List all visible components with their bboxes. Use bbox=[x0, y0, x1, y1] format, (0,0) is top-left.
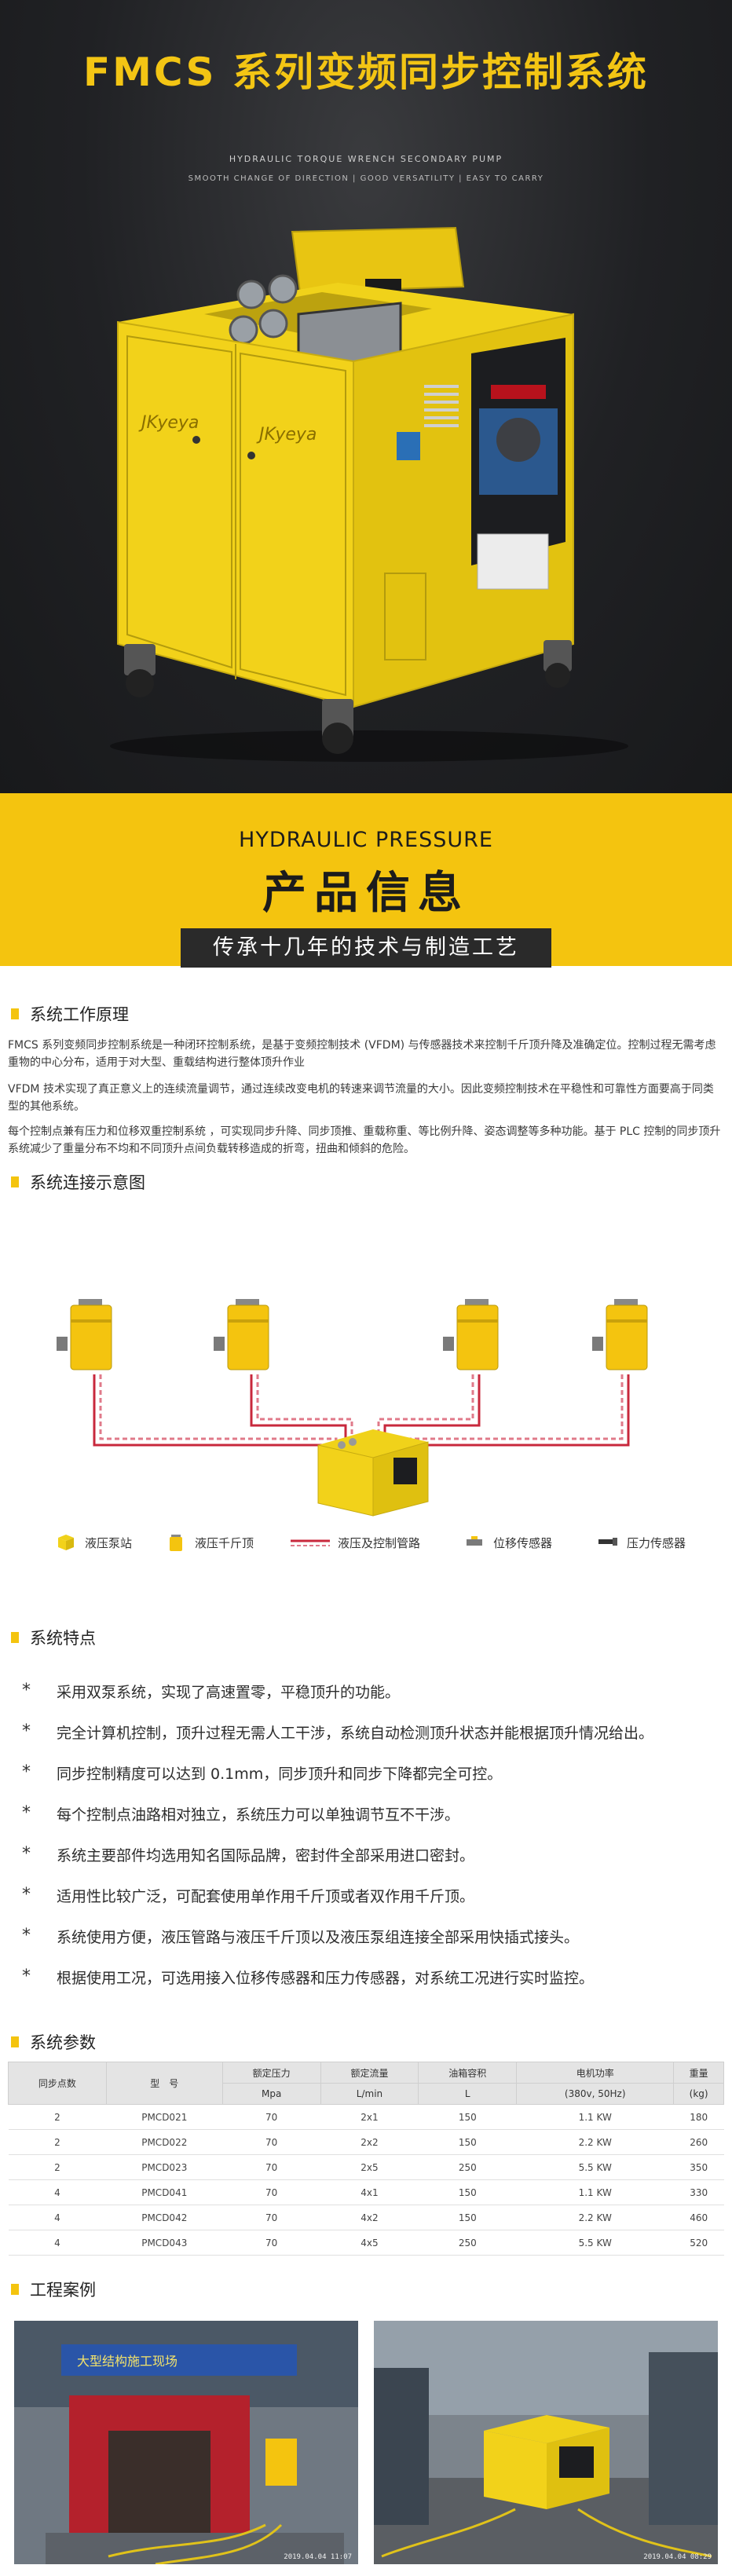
params-heading: 系统参数 bbox=[0, 2030, 96, 2054]
case-photo-1-sign: 大型结构施工现场 bbox=[77, 2354, 178, 2369]
case-photo-2: 2019.04.04 08:29 bbox=[374, 2321, 718, 2564]
params-heading-text: 系统参数 bbox=[30, 2033, 96, 2052]
legend-pressure-sensor: 压力传感器 bbox=[597, 1533, 686, 1552]
legend-displacement-sensor: 位移传感器 bbox=[463, 1533, 552, 1552]
principle-heading: 系统工作原理 bbox=[0, 1002, 129, 1026]
product-info-banner: HYDRAULIC PRESSURE 产品信息 传承十几年的技术与制造工艺 bbox=[0, 793, 732, 968]
bullet-star-icon: * bbox=[22, 1681, 31, 1700]
principle-paragraph-3: 每个控制点兼有压力和位移双重控制系统 ，可实现同步升降、同步顶推、重载称重、等比… bbox=[8, 1125, 721, 1155]
table-unit-row: Mpa L/min L (380v, 50Hz) (kg) bbox=[9, 2083, 724, 2105]
feature-item: *系统主要部件均选用知名国际品牌，密封件全部采用进口密封。 bbox=[22, 1844, 475, 1864]
banner-chinese-title: 产品信息 bbox=[262, 868, 470, 919]
legend-pipeline: 液压及控制管路 bbox=[291, 1533, 420, 1552]
col-unit: (kg) bbox=[673, 2083, 724, 2105]
col-unit: L bbox=[418, 2083, 518, 2105]
col-header: 重量 bbox=[673, 2062, 724, 2084]
col-unit: Mpa bbox=[221, 2083, 321, 2105]
legend-hydraulic-jack: 液压千斤顶 bbox=[165, 1533, 254, 1552]
feature-item: *根据使用工况，可选用接入位移传感器和压力传感器，对系统工况进行实时监控。 bbox=[22, 1967, 595, 1987]
bullet-star-icon: * bbox=[22, 1885, 31, 1905]
principle-paragraph-1: FMCS 系列变频同步控制系统是一种闭环控制系统，是基于变频控制技术 (VFDM… bbox=[8, 1039, 716, 1069]
brand-logo-right: JKyeya bbox=[256, 425, 317, 445]
col-header: 同步点数 bbox=[8, 2062, 107, 2105]
hero-subtitle-1: HYDRAULIC TORQUE WRENCH SECONDARY PUMP bbox=[229, 154, 503, 164]
section-marker bbox=[11, 1176, 19, 1187]
bullet-star-icon: * bbox=[22, 1844, 31, 1864]
case-photo-1: 大型结构施工现场 2019.04.04 11:07 bbox=[14, 2321, 358, 2564]
banner-ribbon: 传承十几年的技术与制造工艺 bbox=[181, 928, 551, 968]
pipeline-icon bbox=[291, 1539, 330, 1546]
feature-item: *完全计算机控制，顶升过程无需人工干涉，系统自动检测顶升状态并能根据顶升情况给出… bbox=[22, 1722, 654, 1742]
col-unit: (380v, 50Hz) bbox=[516, 2083, 675, 2105]
feature-item: *适用性比较广泛，可配套使用单作用千斤顶或者双作用千斤顶。 bbox=[22, 1885, 475, 1905]
legend-pump-station: 液压泵站 bbox=[55, 1533, 132, 1552]
col-header: 额定压力 bbox=[221, 2062, 321, 2084]
pump-station-icon bbox=[58, 1535, 74, 1550]
feature-item: *每个控制点油路相对独立，系统压力可以单独调节互不干涉。 bbox=[22, 1803, 460, 1824]
displacement-sensor-icon bbox=[467, 1536, 482, 1546]
section-marker bbox=[11, 2284, 19, 2295]
bullet-star-icon: * bbox=[22, 1803, 31, 1823]
hero-title: FMCS 系列变频同步控制系统 bbox=[83, 49, 649, 95]
case-photos: 大型结构施工现场 2019.04.04 11:07 2019.04.04 08:… bbox=[14, 2321, 718, 2564]
col-unit: L/min bbox=[320, 2083, 419, 2105]
section-marker bbox=[11, 1008, 19, 1019]
params-table: 同步点数 型 号 额定压力 额定流量 油箱容积 电机功率 重量 Mpa L/mi… bbox=[8, 2062, 724, 2256]
table-header-row: 同步点数 型 号 额定压力 额定流量 油箱容积 电机功率 重量 bbox=[8, 2062, 724, 2105]
feature-item: *同步控制精度可以达到 0.1mm，同步顶升和同步下降都完全可控。 bbox=[22, 1762, 503, 1783]
diagram-heading-text: 系统连接示意图 bbox=[30, 1173, 145, 1192]
pressure-sensor-icon bbox=[598, 1538, 617, 1546]
col-header: 型 号 bbox=[105, 2062, 223, 2105]
bullet-star-icon: * bbox=[22, 1967, 31, 1986]
case-photo-1-timestamp: 2019.04.04 11:07 bbox=[284, 2553, 352, 2561]
connection-diagram bbox=[57, 1299, 648, 1517]
bullet-star-icon: * bbox=[22, 1926, 31, 1945]
principle-paragraph-2: VFDM 技术实现了真正意义上的连续流量调节，通过连续改变电机的转速来调节流量的… bbox=[8, 1083, 714, 1113]
bullet-star-icon: * bbox=[22, 1722, 31, 1741]
diagram-legend: 液压泵站 液压千斤顶 液压及控制管路 位移传感器 压力传感器 bbox=[0, 1533, 732, 1557]
hydraulic-jack-icon bbox=[170, 1535, 182, 1551]
banner-english-title: HYDRAULIC PRESSURE bbox=[239, 828, 493, 852]
case-photo-2-image bbox=[374, 2321, 718, 2564]
section-marker bbox=[11, 1632, 19, 1643]
feature-item: *采用双泵系统，实现了高速置零，平稳顶升的功能。 bbox=[22, 1681, 401, 1701]
case-photo-2-timestamp: 2019.04.04 08:29 bbox=[643, 2553, 712, 2561]
col-header: 额定流量 bbox=[320, 2062, 419, 2084]
pump-station-mini bbox=[317, 1429, 429, 1517]
features-heading: 系统特点 bbox=[0, 1626, 96, 1649]
case-photo-1-image: 大型结构施工现场 bbox=[14, 2321, 358, 2564]
cases-heading: 工程案例 bbox=[0, 2278, 96, 2301]
hero-subtitle-2: SMOOTH CHANGE OF DIRECTION | GOOD VERSAT… bbox=[188, 174, 544, 183]
section-marker bbox=[11, 2036, 19, 2047]
brand-logo-left: JKyeya bbox=[138, 413, 199, 433]
bullet-star-icon: * bbox=[22, 1762, 31, 1782]
principle-heading-text: 系统工作原理 bbox=[30, 1005, 129, 1024]
features-heading-text: 系统特点 bbox=[30, 1629, 96, 1648]
cases-heading-text: 工程案例 bbox=[30, 2281, 96, 2300]
feature-item: *系统使用方便，液压管路与液压千斤顶以及液压泵组连接全部采用快插式接头。 bbox=[22, 1926, 580, 1946]
diagram-heading: 系统连接示意图 bbox=[0, 1170, 145, 1194]
pump-station-image: JKyeya JKyeya bbox=[110, 226, 628, 762]
col-header: 电机功率 bbox=[516, 2062, 675, 2084]
jack-group bbox=[57, 1299, 648, 1370]
features-list: *采用双泵系统，实现了高速置零，平稳顶升的功能。 *完全计算机控制，顶升过程无需… bbox=[0, 1681, 732, 2007]
col-header: 油箱容积 bbox=[418, 2062, 518, 2084]
hero-section: FMCS 系列变频同步控制系统 HYDRAULIC TORQUE WRENCH … bbox=[0, 0, 732, 793]
